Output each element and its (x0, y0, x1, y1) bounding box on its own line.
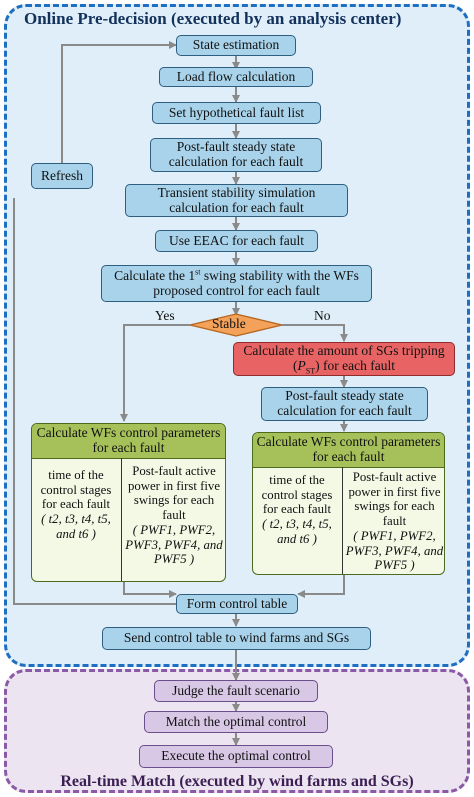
arrow-stable-no (282, 324, 348, 342)
wf-right-time-cell: time of the control stages for each faul… (255, 473, 339, 547)
sg-tripping-text-a: Calculate the amount of SGs tripping ( (243, 343, 445, 373)
wf-left-powers: ( PWF1, PWF2, PWF3, PWF4, and PWF5 ) (125, 522, 223, 567)
first-swing-superscript: st (195, 267, 201, 277)
judge-fault-box: Judge the fault scenario (154, 680, 318, 702)
wf-right-time-text: time of the control stages for each faul… (261, 473, 333, 517)
realtime-region-title: Real-time Match (executed by wind farms … (60, 773, 414, 790)
form-control-table-box: Form control table (176, 594, 298, 614)
post-fault-calc-box-2: Post-fault steady state calculation for … (261, 387, 428, 421)
refresh-box: Refresh (31, 163, 93, 189)
post-fault-calc-box: Post-fault steady state calculation for … (150, 138, 322, 172)
sg-tripping-symbol: P (297, 358, 306, 373)
wf-right-header: Calculate WFs control parameters for eac… (253, 433, 444, 468)
wf-left-header: Calculate WFs control parameters for eac… (32, 424, 225, 459)
first-swing-text-a: Calculate the 1 (114, 267, 196, 283)
stable-decision-diamond (189, 313, 283, 337)
wf-right-power-cell: Post-fault active power in first five sw… (345, 470, 444, 573)
state-estimation-box: State estimation (176, 35, 296, 56)
refresh-loop-upper (61, 41, 177, 163)
first-swing-stability-box: Calculate the 1st swing stability with t… (101, 265, 372, 302)
execute-control-box: Execute the optimal control (139, 745, 333, 768)
arrow-wfright-to-formtable (297, 575, 345, 598)
refresh-loop-lower (13, 203, 176, 605)
load-flow-box: Load flow calculation (159, 67, 313, 87)
arrow-wfleft-to-formtable (123, 582, 177, 598)
stable-label: Stable (212, 316, 246, 331)
eeac-box: Use EEAC for each fault (155, 230, 318, 252)
arrow-stable-yes (120, 324, 190, 422)
first-swing-text-b: swing stability with the WFs proposed co… (153, 267, 359, 298)
send-control-table-box: Send control table to wind farms and SGs (102, 627, 371, 650)
wf-control-params-left: Calculate WFs control parameters for eac… (31, 423, 226, 582)
fault-list-box: Set hypothetical fault list (152, 102, 321, 124)
sg-tripping-subscript: ST (305, 366, 316, 376)
sg-tripping-box: Calculate the amount of SGs tripping (PS… (233, 342, 455, 376)
wf-right-divider (342, 467, 343, 574)
wf-right-powers: ( PWF1, PWF2, PWF3, PWF4, and PWF5 ) (345, 528, 444, 573)
no-label: No (314, 308, 331, 323)
yes-label: Yes (155, 308, 175, 323)
wf-left-power-text: Post-fault active power in first five sw… (127, 464, 221, 523)
wf-left-times: ( t2, t3, t4, t5, and t6 ) (41, 512, 111, 541)
wf-right-power-text: Post-fault active power in first five sw… (348, 470, 441, 529)
wf-right-times: ( t2, t3, t4, t5, and t6 ) (262, 517, 332, 546)
wf-left-time-cell: time of the control stages for each faul… (34, 468, 118, 542)
wf-left-divider (121, 458, 122, 581)
wf-left-time-text: time of the control stages for each faul… (40, 468, 112, 512)
match-control-box: Match the optimal control (144, 711, 328, 733)
online-region-title: Online Pre-decision (executed by an anal… (24, 9, 402, 28)
wf-control-params-right: Calculate WFs control parameters for eac… (252, 432, 445, 575)
wf-left-power-cell: Post-fault active power in first five sw… (124, 464, 224, 567)
transient-stability-box: Transient stability simulation calculati… (125, 184, 348, 217)
sg-tripping-text-b: ) for each fault (315, 358, 395, 373)
